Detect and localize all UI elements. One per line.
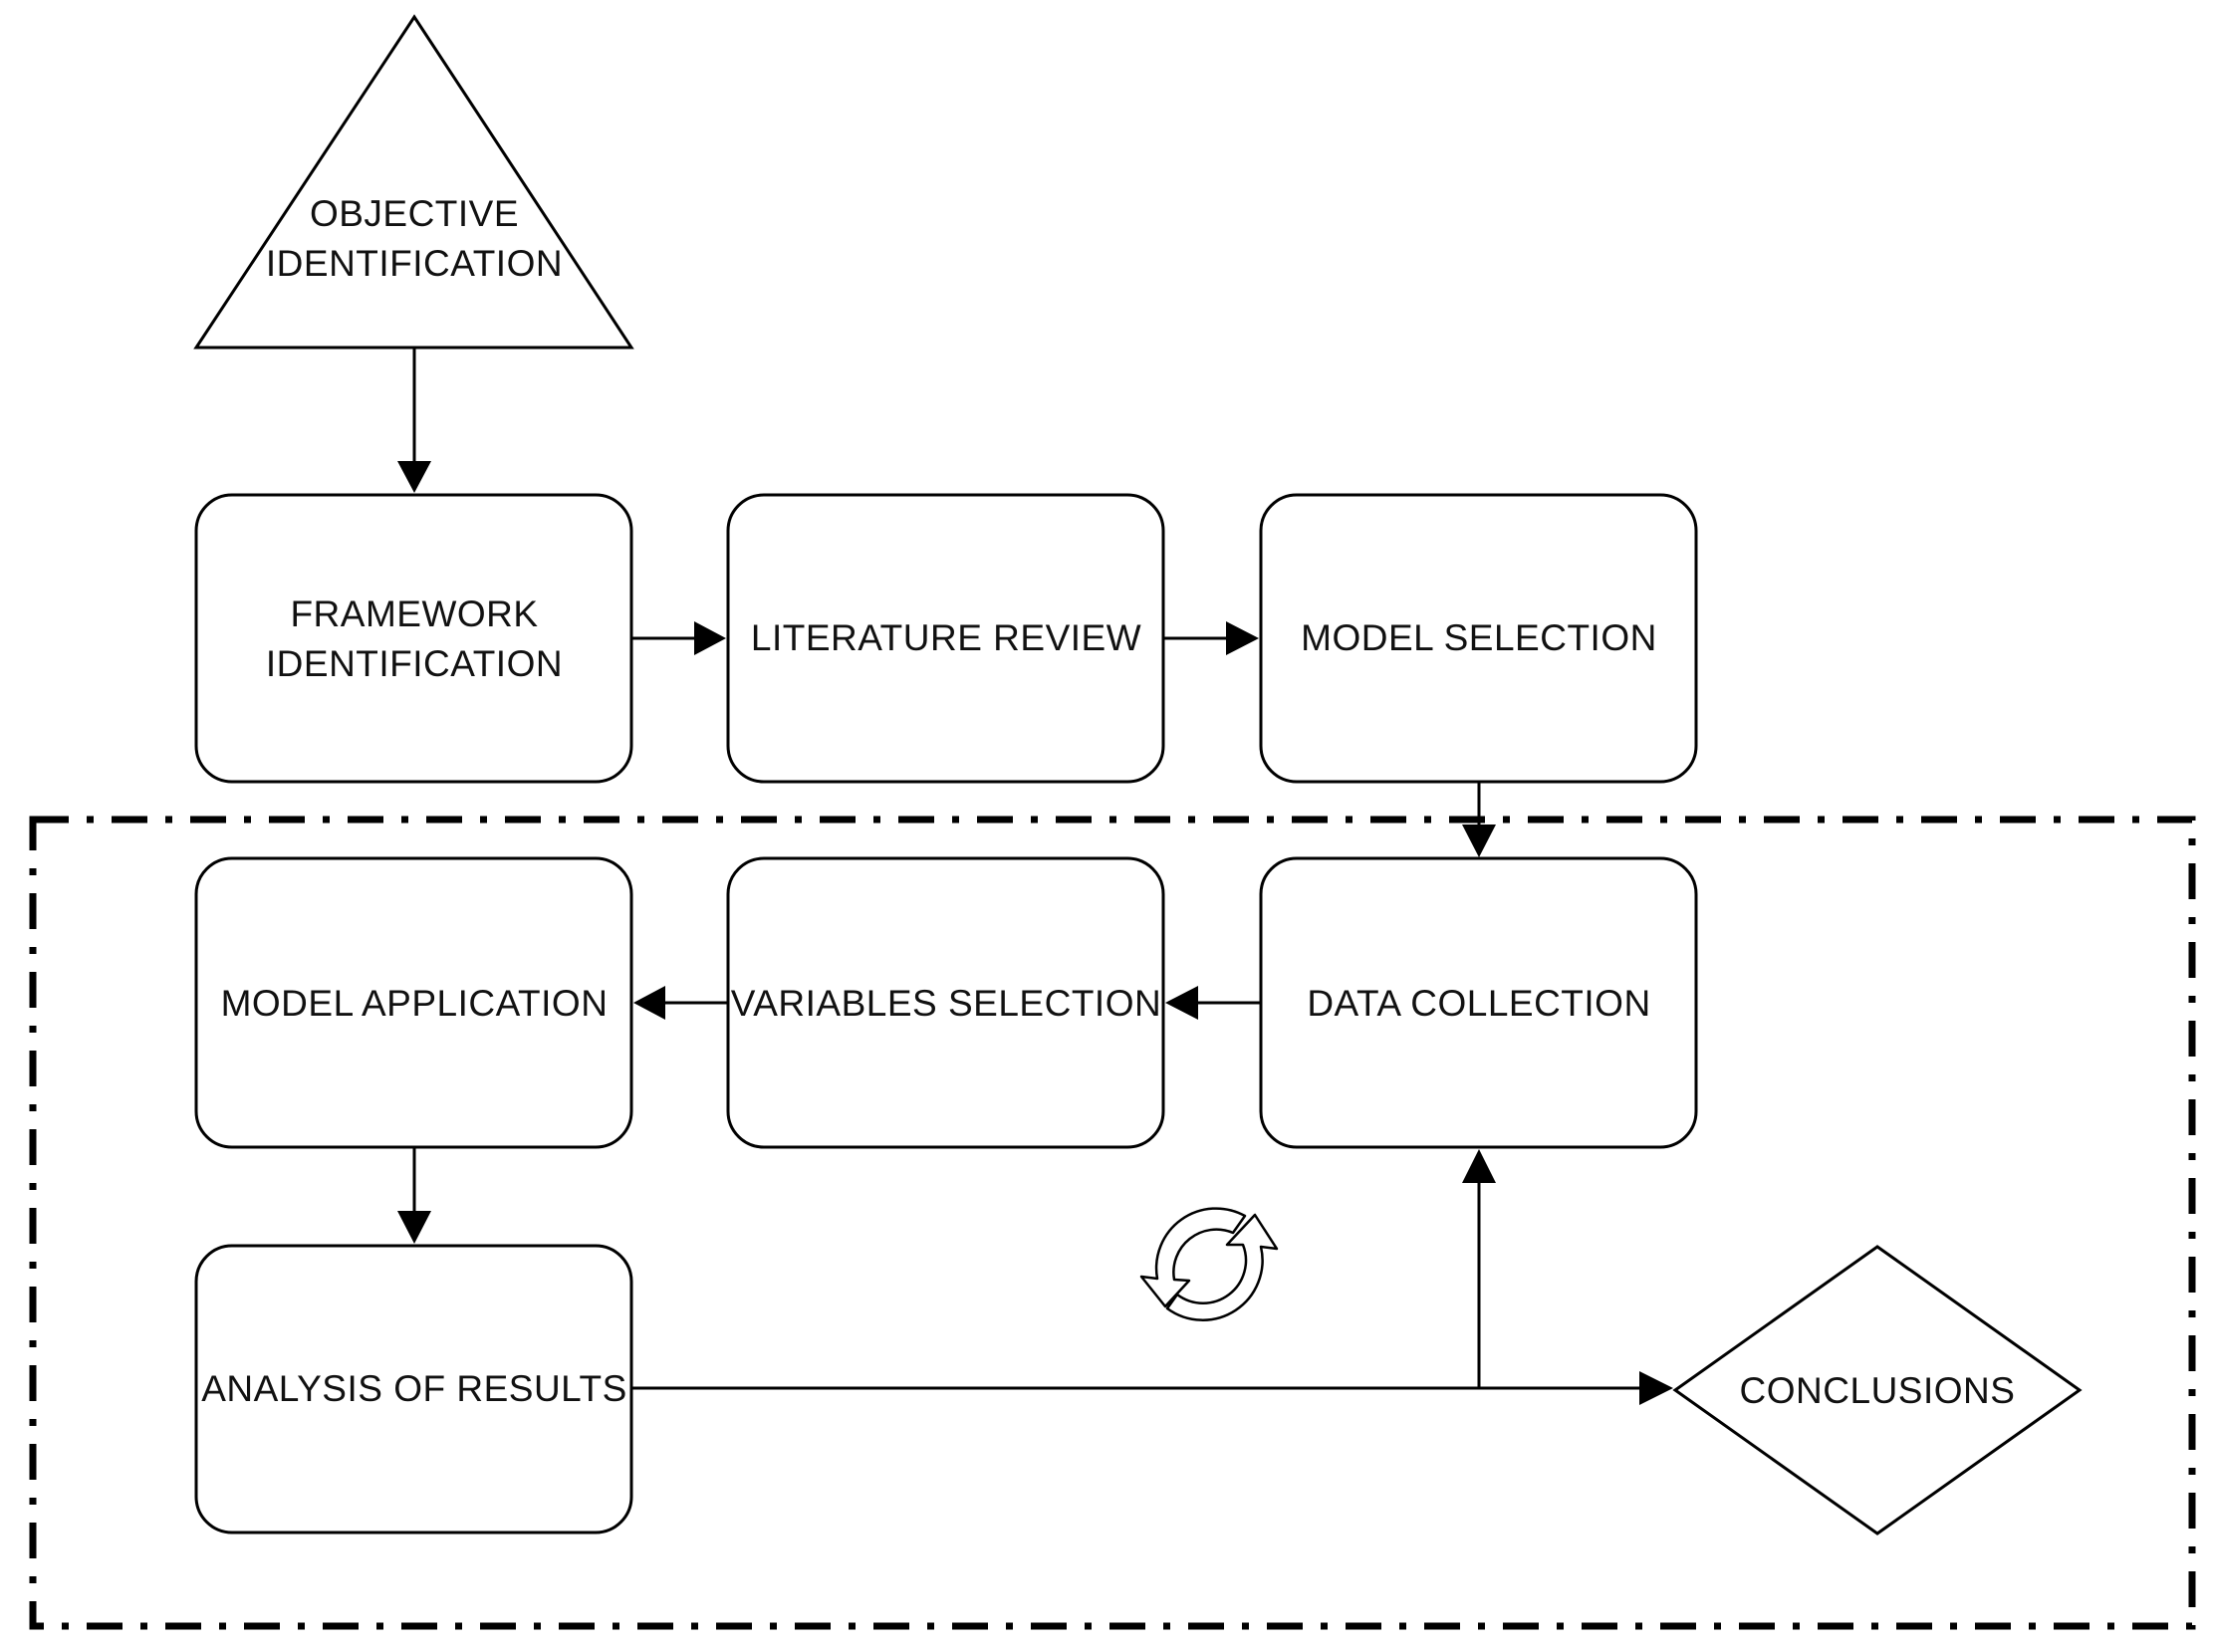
connectors xyxy=(397,348,1673,1405)
arrowhead-literature-to-model-selection xyxy=(1226,621,1259,655)
arrowhead-model-application-to-analysis xyxy=(397,1211,431,1244)
arrowhead-variables-to-model-application xyxy=(633,986,665,1020)
conclusions-label: CONCLUSIONS xyxy=(1740,1370,2016,1411)
model-selection-label: MODEL SELECTION xyxy=(1301,617,1657,658)
refresh-cycle-icon xyxy=(1139,1207,1279,1321)
arrowhead-framework-to-literature xyxy=(694,621,726,655)
arrowhead-objective-to-framework xyxy=(397,461,431,493)
analysis-of-results-label: ANALYSIS OF RESULTS xyxy=(201,1368,627,1409)
arrowhead-data-collection-to-variables xyxy=(1165,986,1198,1020)
objective-identification-label-line2: IDENTIFICATION xyxy=(266,243,563,284)
framework-identification-box xyxy=(194,493,633,784)
arrowhead-analysis-to-conclusions xyxy=(1639,1371,1673,1405)
objective-identification-label-line1: OBJECTIVE xyxy=(310,193,519,234)
conclusions-diamond xyxy=(1672,1245,2083,1535)
objective-identification-triangle xyxy=(193,14,634,350)
iteration-boundary xyxy=(29,816,2196,1630)
framework-identification-label-line2: IDENTIFICATION xyxy=(266,643,563,684)
variables-selection-label: VARIABLES SELECTION xyxy=(731,983,1161,1024)
framework-identification-label-line1: FRAMEWORK xyxy=(290,593,538,634)
arrowhead-feedback-to-data-collection xyxy=(1462,1149,1496,1183)
arrowhead-model-selection-to-data-collection xyxy=(1462,825,1496,857)
data-collection-label: DATA COLLECTION xyxy=(1307,983,1650,1024)
model-application-label: MODEL APPLICATION xyxy=(221,983,609,1024)
literature-review-label: LITERATURE REVIEW xyxy=(751,617,1141,658)
